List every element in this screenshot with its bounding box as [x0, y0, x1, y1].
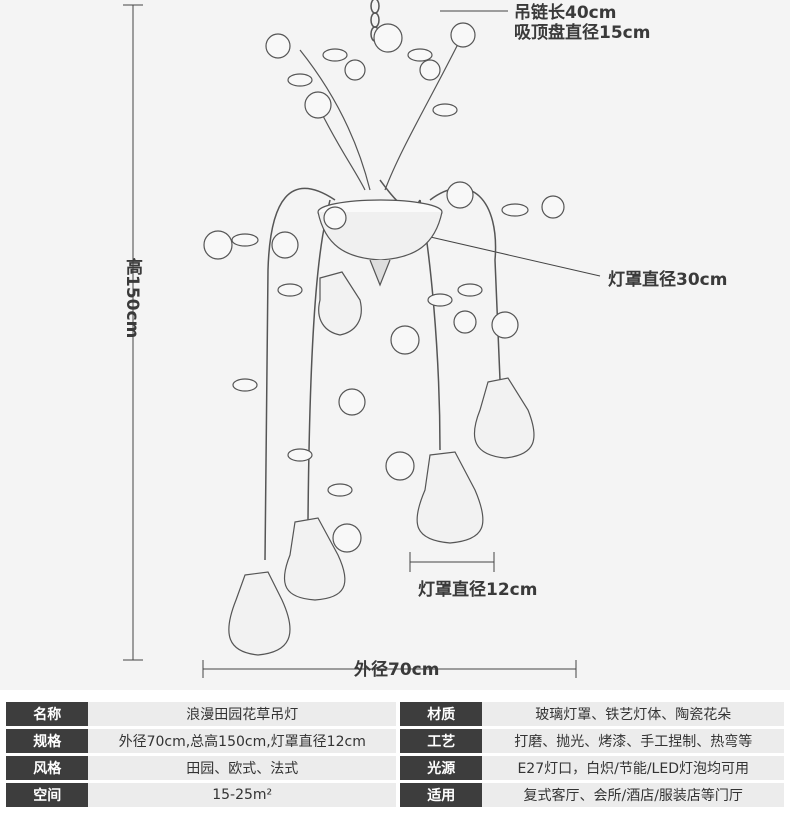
chandelier-illustration: [123, 0, 601, 678]
spec-gap: [396, 783, 401, 807]
spec-gap: [396, 729, 401, 753]
product-photo: 吊链长40cm 吸顶盘直径15cm 高150cm 灯罩直径30cm 灯罩直径12…: [0, 0, 790, 690]
spec-key: 空间: [6, 783, 89, 807]
spec-key: 适用: [400, 783, 483, 807]
spec-key: 材质: [400, 702, 483, 726]
spec-key: 规格: [6, 729, 89, 753]
spec-row: 空间 15-25m² 适用 复式客厅、会所/酒店/服装店等门厅: [6, 783, 784, 807]
spec-key: 风格: [6, 756, 89, 780]
main-bowl-shade: [317, 199, 443, 287]
spec-value: 复式客厅、会所/酒店/服装店等门厅: [482, 783, 784, 807]
spec-value: 打磨、抛光、烤漆、手工捏制、热弯等: [482, 729, 784, 753]
side-roses: [203, 181, 565, 553]
spec-gap: [396, 756, 401, 780]
small-shade-label: 灯罩直径12cm: [418, 580, 538, 600]
spec-value: 外径70cm,总高150cm,灯罩直径12cm: [88, 729, 396, 753]
spec-gap: [396, 702, 401, 726]
upper-bouquet: [265, 22, 476, 191]
outer-diameter-label: 外径70cm: [354, 660, 440, 680]
spec-value: 玻璃灯罩、铁艺灯体、陶瓷花朵: [482, 702, 784, 726]
spec-value: 15-25m²: [88, 783, 396, 807]
spec-key: 名称: [6, 702, 89, 726]
pendant-shades: [228, 271, 535, 656]
chain-length-label: 吊链长40cm: [514, 3, 617, 23]
spec-value: 浪漫田园花草吊灯: [88, 702, 396, 726]
ceiling-plate-label: 吸顶盘直径15cm: [514, 23, 651, 43]
spec-row: 名称 浪漫田园花草吊灯 材质 玻璃灯罩、铁艺灯体、陶瓷花朵: [6, 702, 784, 726]
spec-value: 田园、欧式、法式: [88, 756, 396, 780]
spec-key: 光源: [400, 756, 483, 780]
height-label: 高150cm: [122, 258, 142, 339]
spec-row: 规格 外径70cm,总高150cm,灯罩直径12cm 工艺 打磨、抛光、烤漆、手…: [6, 729, 784, 753]
spec-table: 名称 浪漫田园花草吊灯 材质 玻璃灯罩、铁艺灯体、陶瓷花朵 规格 外径70cm,…: [6, 699, 784, 810]
spec-value: E27灯口，白炽/节能/LED灯泡均可用: [482, 756, 784, 780]
spec-row: 风格 田园、欧式、法式 光源 E27灯口，白炽/节能/LED灯泡均可用: [6, 756, 784, 780]
spec-key: 工艺: [400, 729, 483, 753]
main-shade-label: 灯罩直径30cm: [608, 270, 728, 290]
